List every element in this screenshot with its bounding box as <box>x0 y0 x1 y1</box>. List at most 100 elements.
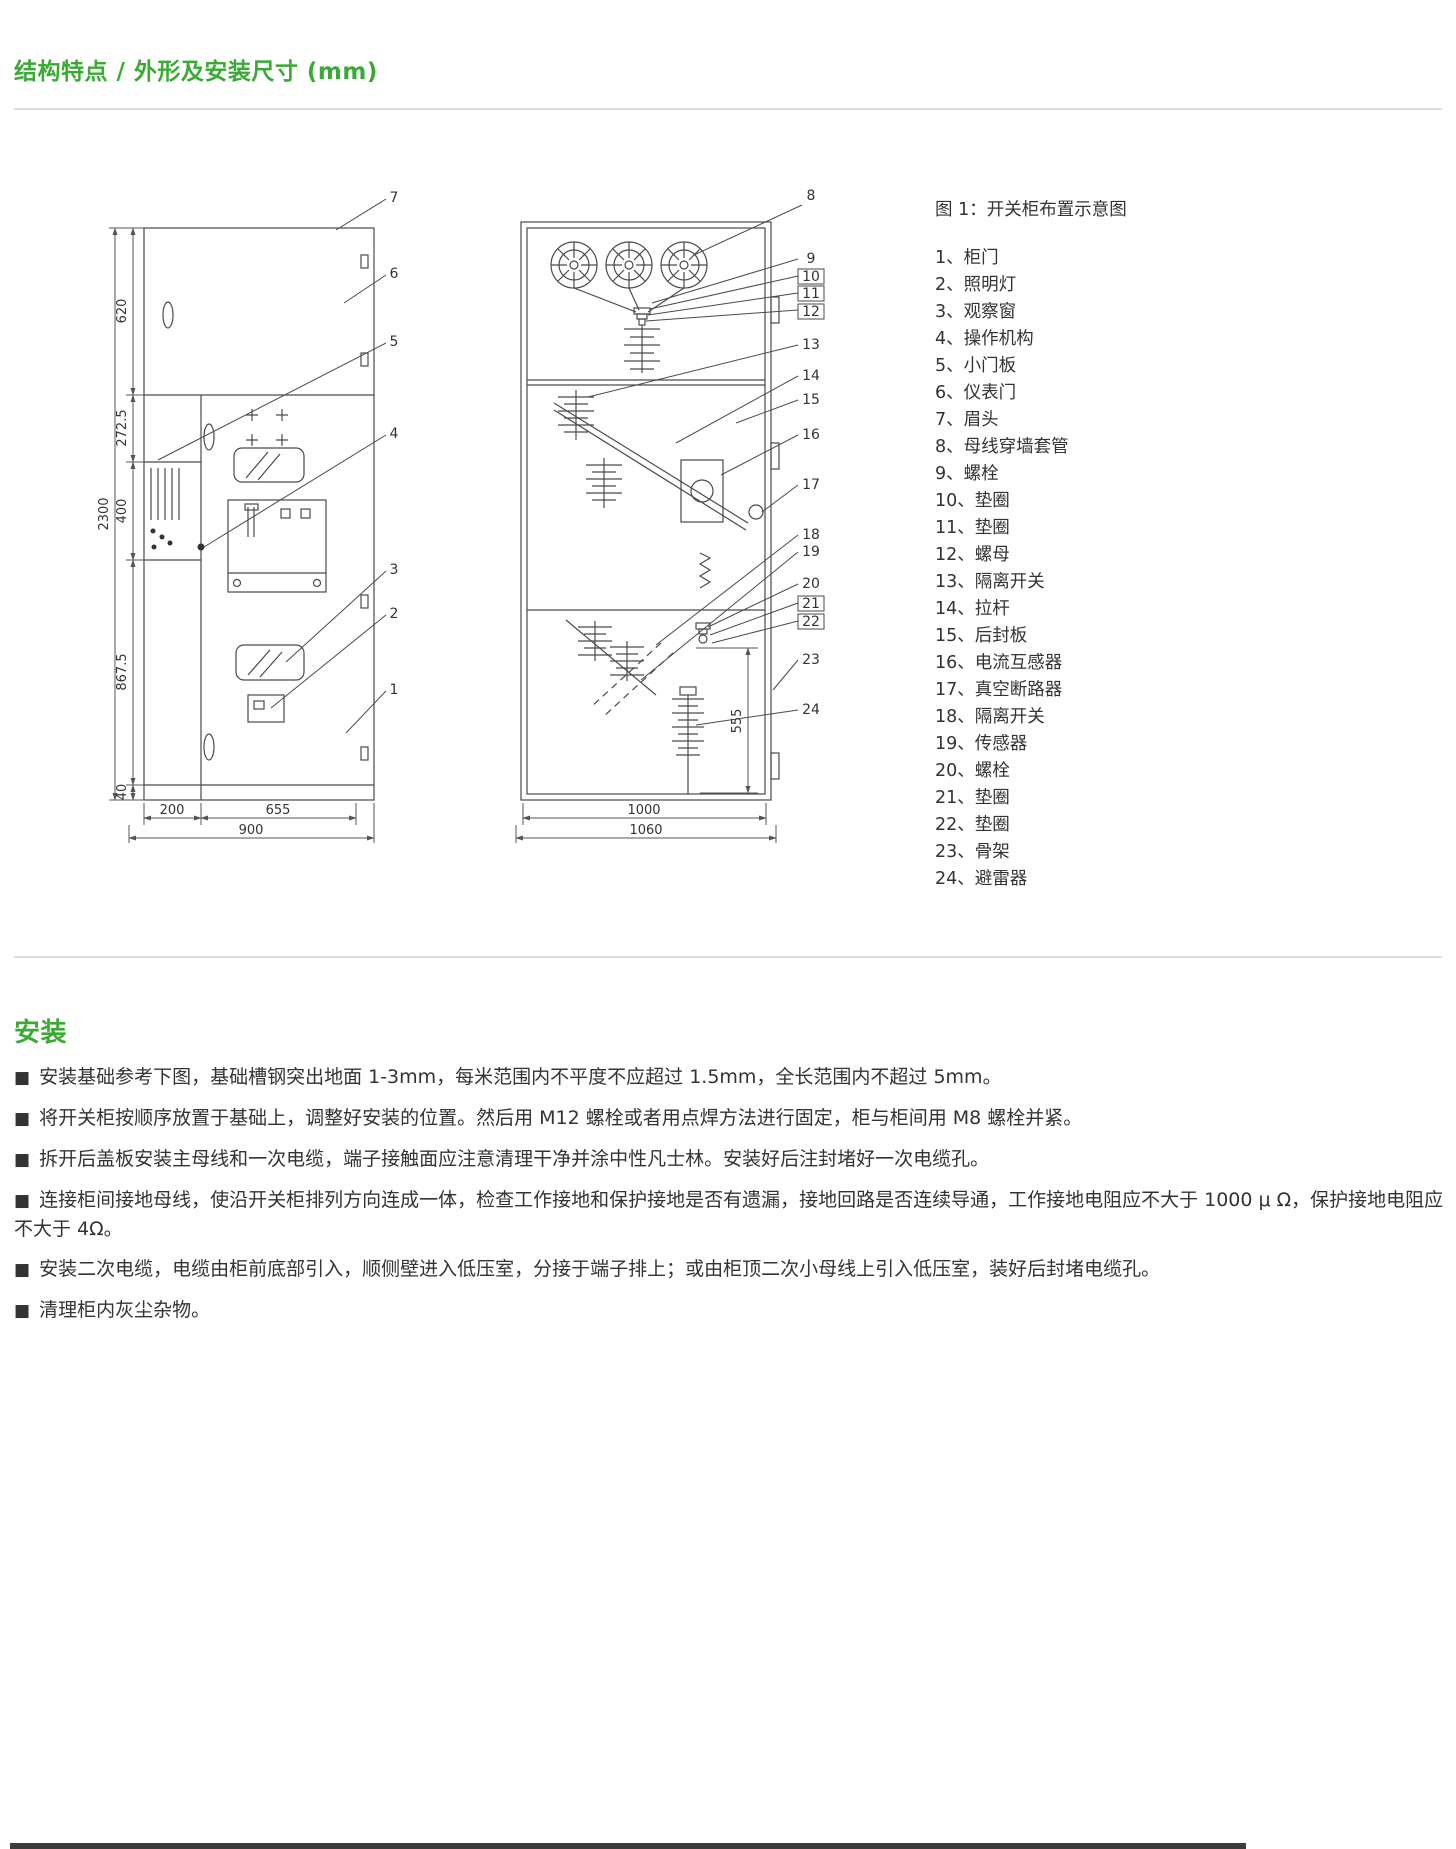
install-step: ■ 将开关柜按顺序放置于基础上，调整好安装的位置。然后用 M12 螺栓或者用点焊方… <box>14 1104 1446 1133</box>
disconnect-switch-upper <box>558 390 622 508</box>
handle-oval <box>203 423 215 451</box>
legend-item: 23、骨架 <box>935 842 1010 862</box>
legend-item: 4、操作机构 <box>935 329 1034 349</box>
front-view <box>143 227 375 801</box>
legend-item: 10、垫圈 <box>935 491 1010 511</box>
square-bullet-icon: ■ <box>14 1301 31 1321</box>
legend-item: 1、柜门 <box>935 248 999 268</box>
callout-4: 4 <box>390 426 399 442</box>
install-step-text: 拆开后盖板安装主母线和一次电缆，端子接触面应注意清理干净并涂中性凡士林。安装好后… <box>39 1148 990 1170</box>
dim-867-5: 867.5 <box>115 653 130 690</box>
legend-item: 7、眉头 <box>935 410 999 430</box>
lower-observation-window <box>235 644 305 681</box>
callout-18: 18 <box>802 527 820 543</box>
indicator-dots <box>150 528 205 551</box>
install-step: ■ 拆开后盖板安装主母线和一次电缆，端子接触面应注意清理干净并涂中性凡士林。安装好… <box>14 1145 1446 1174</box>
legend-item: 2、照明灯 <box>935 275 1017 295</box>
hinge <box>360 352 369 367</box>
callout-16: 16 <box>802 427 820 443</box>
legend-item: 9、螺栓 <box>935 464 999 484</box>
legend-item: 15、后封板 <box>935 626 1028 646</box>
spring <box>698 552 712 589</box>
callout-19: 19 <box>802 544 820 560</box>
install-step: ■ 安装基础参考下图，基础槽钢突出地面 1-3mm，每米范围内不平度不应超过 1.… <box>14 1063 1446 1092</box>
side-callout-labels: 8 9 10 11 12 13 14 15 16 17 18 19 20 21 … <box>802 188 820 718</box>
callout-1: 1 <box>390 682 399 698</box>
callout-9: 9 <box>807 251 816 267</box>
callout-17: 17 <box>802 477 820 493</box>
lamp <box>247 694 285 723</box>
callout-2: 2 <box>390 606 399 622</box>
install-step-text: 将开关柜按顺序放置于基础上，调整好安装的位置。然后用 M12 螺栓或者用点焊方法… <box>39 1107 1083 1129</box>
side-handle <box>770 442 780 470</box>
dim-200: 200 <box>160 803 185 818</box>
next-section-edge <box>10 1843 1246 1849</box>
handle-oval <box>203 733 215 761</box>
dim-620: 620 <box>115 299 130 324</box>
legend-item: 17、真空断路器 <box>935 680 1063 700</box>
legend-item: 19、传感器 <box>935 734 1028 754</box>
callout-23: 23 <box>802 652 820 668</box>
install-title: 安装 <box>14 1018 68 1048</box>
hinge <box>360 254 369 269</box>
callout-21: 21 <box>802 596 820 612</box>
legend-item: 8、母线穿墙套管 <box>935 437 1069 457</box>
callout-6: 6 <box>390 266 399 282</box>
disconnect-switch-lower <box>565 619 657 696</box>
legend-item: 22、垫圈 <box>935 815 1010 835</box>
callout-11: 11 <box>802 286 820 302</box>
pull-rod <box>553 402 749 531</box>
install-step: ■安装二次电缆，电缆由柜前底部引入，顺侧壁进入低压室，分接于端子排上；或由柜顶二… <box>14 1255 1446 1284</box>
front-dim-labels: 620 272.5 400 867.5 40 2300 200 655 900 <box>97 299 290 838</box>
front-dimensions <box>109 227 375 843</box>
dim-272-5: 272.5 <box>115 409 130 446</box>
plus-marks <box>246 409 288 446</box>
legend-item: 18、隔离开关 <box>935 707 1045 727</box>
side-view <box>520 221 780 801</box>
switchgear-drawing: 7 6 5 4 3 2 1 620 272.5 400 867.5 40 230… <box>97 188 825 843</box>
legend-item: 11、垫圈 <box>935 518 1010 538</box>
legend-item: 14、拉杆 <box>935 599 1010 619</box>
callout-13: 13 <box>802 337 820 353</box>
legend-item: 13、隔离开关 <box>935 572 1045 592</box>
page-title: 结构特点 / 外形及安装尺寸 (mm) <box>14 59 378 85</box>
hinge <box>360 594 369 609</box>
dim-555: 555 <box>730 709 745 734</box>
legend-item: 16、电流互感器 <box>935 653 1063 673</box>
side-handle <box>770 752 780 780</box>
legend-item: 20、螺栓 <box>935 761 1010 781</box>
dim-900: 900 <box>239 823 264 838</box>
legend-item: 24、避雷器 <box>935 869 1028 889</box>
square-bullet-icon: ■ <box>14 1150 31 1170</box>
legend-item: 12、螺母 <box>935 545 1010 565</box>
legend-item: 5、小门板 <box>935 356 1017 376</box>
square-bullet-icon: ■ <box>14 1191 31 1211</box>
install-instructions: ■ 安装基础参考下图，基础槽钢突出地面 1-3mm，每米范围内不平度不应超过 1.… <box>14 1063 1446 1337</box>
dim-400: 400 <box>115 499 130 524</box>
operation-mechanism-panel <box>227 499 327 593</box>
callout-14: 14 <box>802 368 820 384</box>
bolt-stack-top <box>633 307 651 326</box>
vent-grille <box>150 468 180 520</box>
side-dimensions <box>515 647 777 843</box>
install-step-text: 安装二次电缆，电缆由柜前底部引入，顺侧壁进入低压室，分接于端子排上；或由柜顶二次… <box>39 1258 1161 1280</box>
divider-middle <box>14 956 1442 958</box>
install-step: ■连接柜间接地母线，使沿开关柜排列方向连成一体，检查工作接地和保护接地是否有遗漏… <box>14 1186 1446 1243</box>
callout-24: 24 <box>802 702 820 718</box>
divider-top <box>14 108 1442 110</box>
callout-12: 12 <box>802 304 820 320</box>
callout-15: 15 <box>802 392 820 408</box>
dim-655: 655 <box>266 803 291 818</box>
side-handle <box>770 296 780 324</box>
arrester <box>672 686 704 794</box>
handle-oval <box>162 301 174 329</box>
callout-20: 20 <box>802 576 820 592</box>
callout-7: 7 <box>390 190 399 206</box>
dim-2300: 2300 <box>97 497 112 530</box>
square-bullet-icon: ■ <box>14 1068 31 1088</box>
install-step-text: 安装基础参考下图，基础槽钢突出地面 1-3mm，每米范围内不平度不应超过 1.5… <box>39 1066 1002 1088</box>
front-leader-lines <box>157 198 387 734</box>
square-bullet-icon: ■ <box>14 1109 31 1129</box>
side-dim-labels: 555 1000 1060 <box>627 709 745 838</box>
callout-5: 5 <box>390 334 399 350</box>
